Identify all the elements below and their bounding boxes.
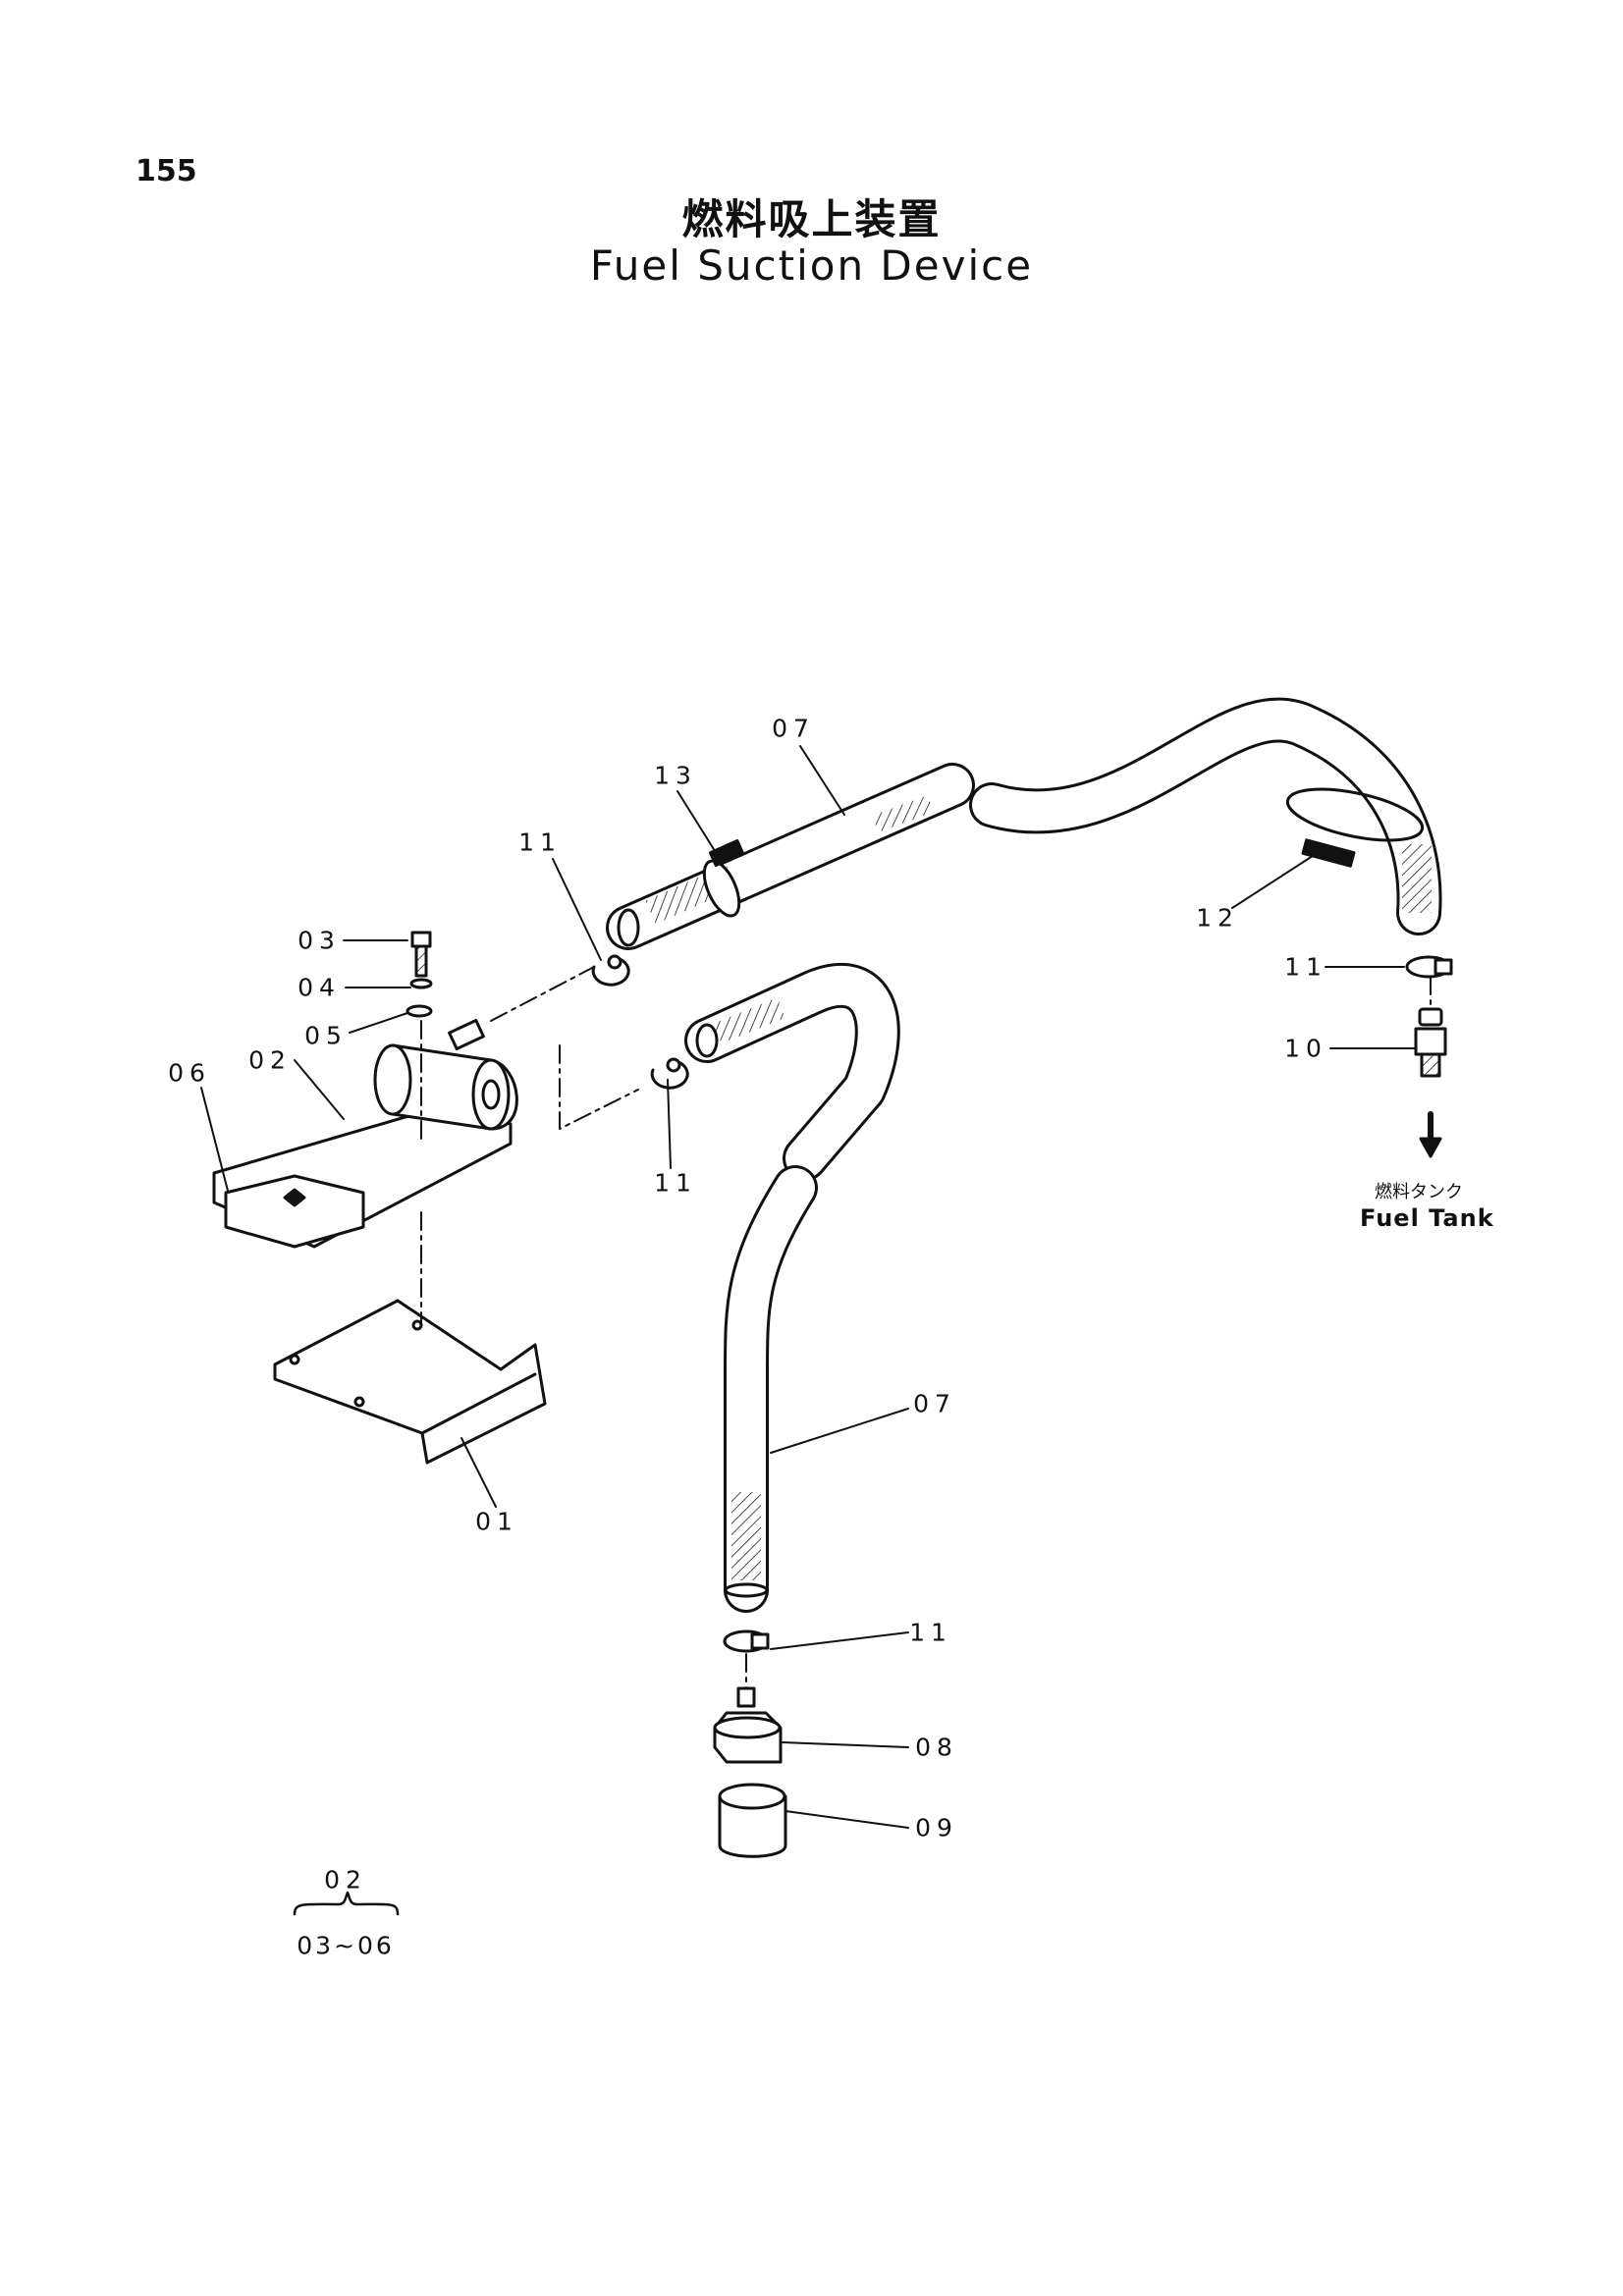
title-english: Fuel Suction Device [589,241,1034,290]
leader-line-06 [200,1087,229,1192]
part-label-11-middle: 11 [654,1168,697,1198]
part-label-13: 13 [654,761,697,790]
hose-clamp-11-middle [650,1057,689,1090]
assembly-brace [293,1891,400,1916]
part-label-09: 09 [915,1813,958,1842]
washer-05 [406,1004,433,1018]
assembly-line [490,966,595,1022]
leader-line-09 [784,1810,909,1829]
fuel-pump-02 [212,1019,518,1249]
hose-band-clamp-13 [702,839,745,918]
assembly-line [559,1044,639,1130]
upper-hose [606,697,1442,950]
leader-line-01 [460,1437,497,1508]
destination-japanese: 燃料タンク [1375,1182,1463,1202]
assembly-note-bottom: 03~06 [297,1931,395,1960]
washer-04 [409,978,433,989]
part-label-06: 06 [168,1058,211,1088]
leader-line-07b [770,1408,909,1454]
part-label-01: 01 [475,1507,518,1536]
part-label-04: 04 [298,973,341,1002]
part-label-08: 08 [915,1733,958,1762]
part-label-07-upper: 07 [772,714,815,743]
bracket-01 [273,1299,547,1465]
hose-clamp-11-upper-left [591,954,630,987]
assembly-note-top: 02 [324,1865,367,1895]
arrow-down-icon [1419,1111,1442,1158]
part-label-02: 02 [248,1045,292,1075]
hose-clamp-11-bottom [723,1629,770,1653]
page-number: 155 [135,154,197,188]
part-label-11-upper-left: 11 [518,828,562,857]
filter-08 [713,1686,783,1764]
part-label-07-lower: 07 [913,1389,956,1418]
part-label-12: 12 [1196,903,1239,933]
part-label-11-right: 11 [1284,952,1327,982]
part-label-03: 03 [298,926,341,955]
leader-line-12 [1231,853,1317,909]
leader-line-07a [799,745,845,816]
cup-09 [718,1783,787,1858]
part-label-11-bottom: 11 [909,1618,952,1647]
leader-line-13 [676,790,723,863]
leader-line-08 [782,1741,909,1748]
leader-line-11a [552,858,602,961]
part-label-05: 05 [304,1021,348,1050]
leader-line-02 [294,1059,345,1120]
hose-clamp-11-right [1405,955,1453,979]
leader-line-05 [349,1012,408,1034]
destination-english: Fuel Tank [1360,1204,1494,1232]
hose-band-clamp-12 [1285,787,1425,868]
part-label-10: 10 [1284,1034,1327,1063]
title-japanese: 燃料吸上装置 [681,195,942,243]
screw-03 [410,931,432,978]
lower-hose [684,963,900,1613]
hose-fitting-10 [1414,1007,1447,1078]
leader-line-11b [667,1079,672,1169]
leader-line-11d [770,1631,909,1650]
